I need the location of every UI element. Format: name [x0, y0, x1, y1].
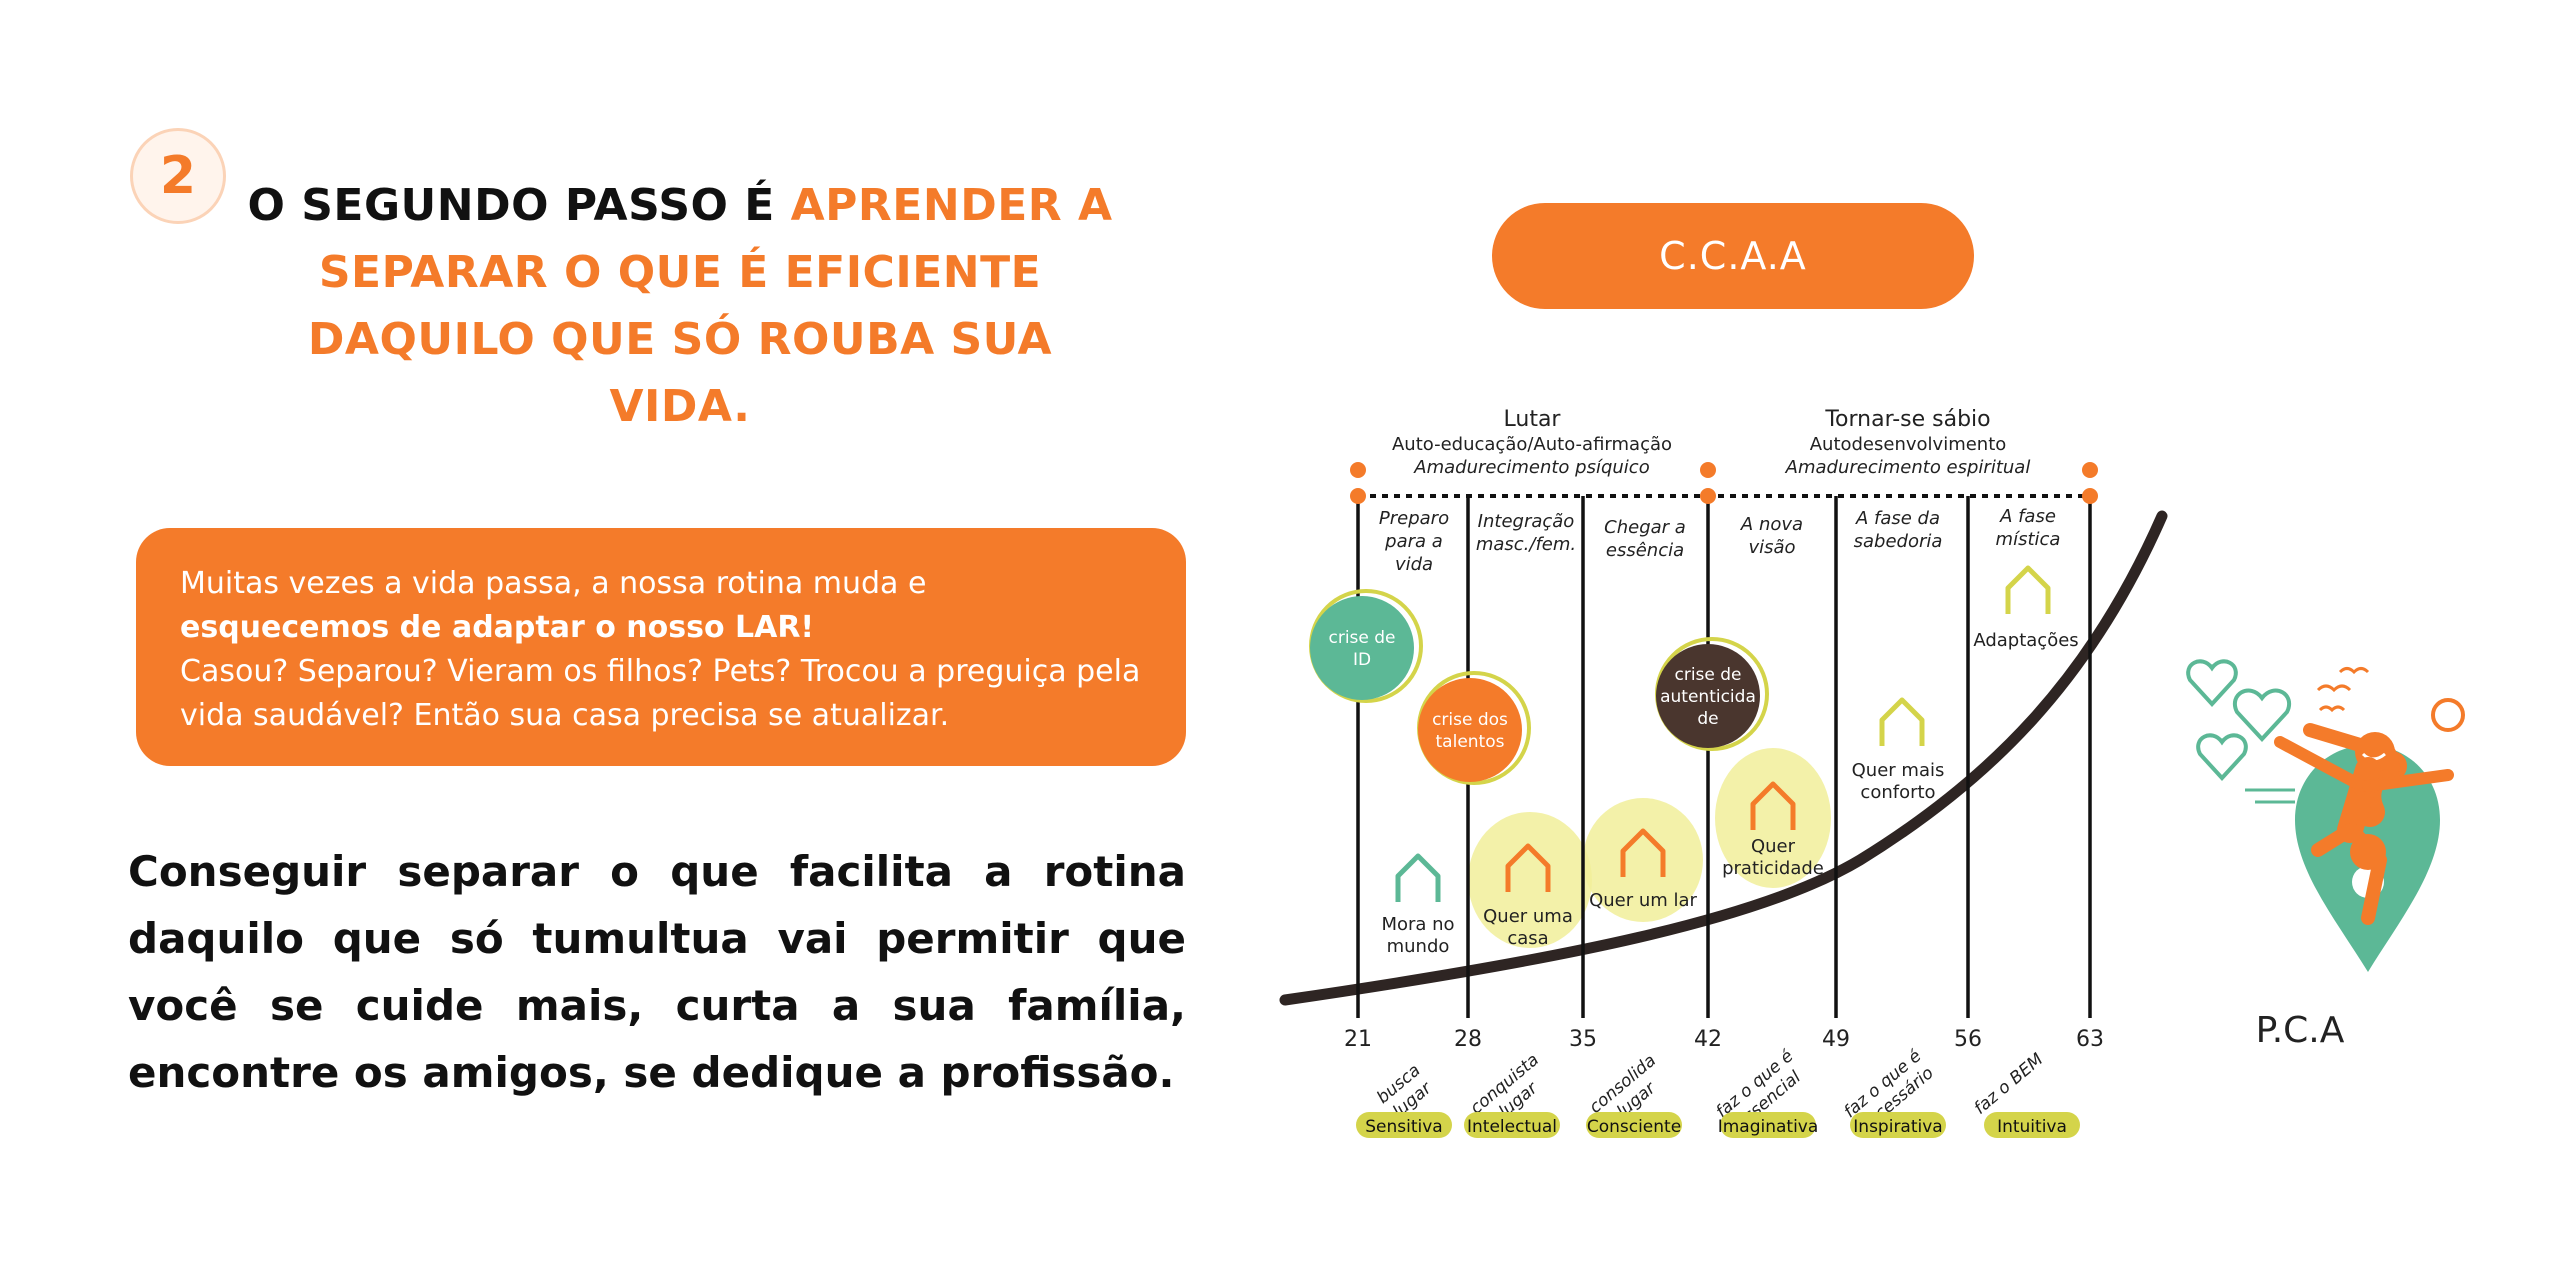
tag-label: Sensitiva: [1365, 1117, 1442, 1137]
boundary-dot: [1700, 488, 1716, 504]
boundary-dot: [1350, 488, 1366, 504]
growth-curve: [1279, 510, 2168, 1006]
body-paragraph: Conseguir separar o que facilita a rotin…: [128, 847, 1186, 1097]
highlight-blob: [1468, 812, 1592, 948]
house-label: Adaptações: [1973, 630, 2078, 651]
boundary-dot: [2082, 488, 2098, 504]
age-label: 35: [1569, 1027, 1597, 1052]
age-label: 28: [1454, 1027, 1482, 1052]
pca-label: P.C.A: [2255, 1010, 2345, 1051]
house-label: Quer um lar: [1589, 890, 1697, 911]
crisis-circle: [1656, 644, 1760, 748]
highlight-blob: [1715, 748, 1831, 888]
group-subtitle: Autodesenvolvimento: [1810, 434, 2007, 455]
tag-pill: [1720, 1112, 1816, 1138]
house-icon: [2005, 565, 2051, 614]
highlight-blob: [1583, 798, 1703, 922]
bottom-phrase: faz o BEM: [1970, 1049, 2047, 1118]
group-title: Tornar-se sábio: [1824, 407, 1990, 432]
boundary-dot: [1700, 462, 1716, 478]
group-title: Lutar: [1504, 407, 1562, 432]
tag-label: Imaginativa: [1718, 1117, 1819, 1137]
info-text-1: Muitas vezes a vida passa, a nossa rotin…: [180, 566, 927, 601]
house-icon: [1395, 853, 1441, 902]
boundary-dot: [2082, 462, 2098, 478]
age-label: 21: [1344, 1027, 1372, 1052]
step-number: 2: [159, 146, 197, 206]
house-icon: [1750, 781, 1796, 830]
ccaa-pill: C.C.A.A: [1492, 203, 1974, 309]
tag-label: Intuitiva: [1997, 1117, 2067, 1137]
group-subtitle-2: Amadurecimento psíquico: [1413, 457, 1649, 478]
tag-label: Inspirativa: [1853, 1117, 1942, 1137]
headline-part-dark: O SEGUNDO PASSO É: [247, 180, 791, 231]
tag-label: Intelectual: [1467, 1117, 1557, 1137]
age-label: 63: [2076, 1027, 2104, 1052]
boundary-dot: [1350, 462, 1366, 478]
group-subtitle-2: Amadurecimento espiritual: [1785, 457, 2031, 478]
crisis-circle: [1310, 596, 1414, 700]
info-box: Muitas vezes a vida passa, a nossa rotin…: [136, 528, 1186, 766]
tag-pill: [1984, 1112, 2080, 1138]
step-number-badge: 2: [130, 128, 226, 224]
tag-pill: [1850, 1112, 1946, 1138]
tag-pill: [1586, 1112, 1682, 1138]
house-icon: [1620, 828, 1666, 877]
page-headline: O SEGUNDO PASSO É APRENDER A SEPARAR O Q…: [230, 172, 1130, 440]
crisis-circle: [1418, 678, 1522, 782]
group-subtitle: Auto-educação/Auto-afirmação: [1392, 434, 1672, 455]
info-bold-text: esquecemos de adaptar o nosso LAR!: [180, 610, 815, 645]
info-text-2: Casou? Separou? Vieram os filhos? Pets? …: [180, 654, 1141, 733]
house-icon: [1505, 843, 1551, 892]
headline-part-accent: APRENDER A SEPARAR O QUE É EFICIENTE DAQ…: [307, 180, 1113, 432]
ccaa-label: C.C.A.A: [1659, 234, 1807, 278]
house-icon: [1879, 697, 1925, 746]
age-label: 42: [1694, 1027, 1722, 1052]
tag-pill: [1356, 1112, 1452, 1138]
age-label: 56: [1954, 1027, 1982, 1052]
tag-label: Consciente: [1587, 1117, 1681, 1137]
tag-pill: [1464, 1112, 1560, 1138]
age-label: 49: [1822, 1027, 1850, 1052]
bottom-phrase-group: faz o BEM: [1970, 1049, 2047, 1118]
